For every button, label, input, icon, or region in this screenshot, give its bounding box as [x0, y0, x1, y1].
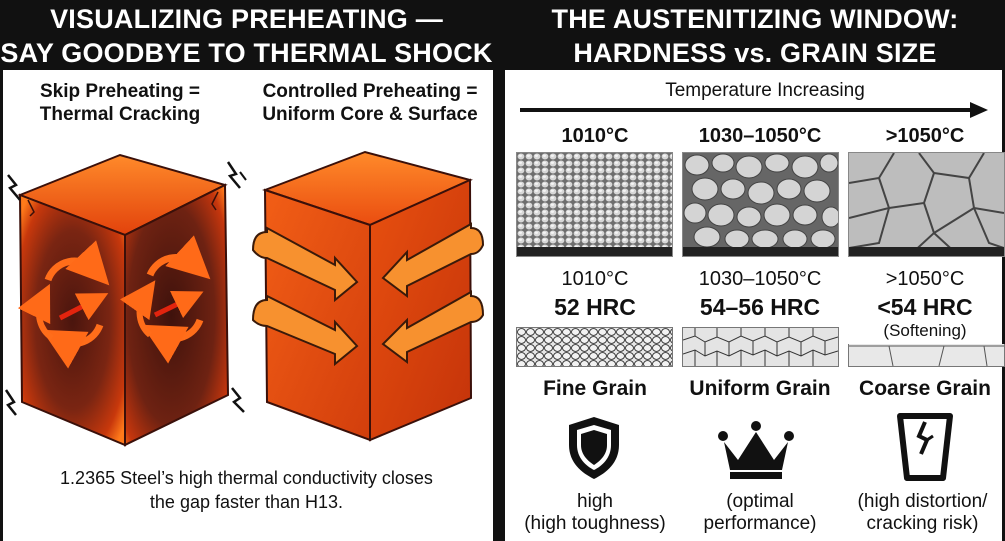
cracked-steel-block	[4, 153, 247, 447]
col3-hardness: <54 HRC	[877, 294, 973, 320]
uniform-steel-block	[251, 150, 485, 442]
col1-grain-label: Fine Grain	[543, 377, 647, 400]
col1-description: high (high toughness)	[524, 491, 666, 534]
left-caption: 1.2365 Steel’s high thermal conductivity…	[60, 468, 433, 512]
right-panel-border	[1002, 70, 1005, 541]
col1-grain-strip	[516, 327, 673, 367]
col2-hardness: 54–56 HRC	[699, 294, 821, 320]
col2-micrograph	[682, 152, 839, 257]
axis-label: Temperature Increasing	[665, 80, 865, 101]
col2-temp-top: 1030–1050°C	[698, 125, 822, 147]
right-title: THE AUSTENITIZING WINDOW: HARDNESS vs. G…	[505, 0, 1005, 70]
col3-grain-strip	[848, 344, 1005, 367]
left-title-line2: SAY GOODBYE TO THERMAL SHOCK	[0, 38, 493, 68]
left-title: VISUALIZING PREHEATING — SAY GOODBYE TO …	[0, 0, 493, 70]
col2-grain-strip	[682, 327, 839, 367]
col3-softening-note: (Softening)	[883, 321, 967, 340]
cracked-cup-icon	[897, 413, 953, 481]
shield-icon	[569, 417, 619, 479]
col3-grain-label: Coarse Grain	[859, 377, 991, 400]
right-title-line1: THE AUSTENITIZING WINDOW:	[551, 4, 959, 34]
col3-micrograph	[848, 152, 1005, 257]
left-panel-border	[0, 70, 3, 541]
skip-preheating-label: Skip Preheating = Thermal Cracking	[39, 81, 201, 125]
col3-temp: >1050°C	[885, 268, 965, 290]
col2-description: (optimal performance)	[703, 491, 817, 534]
left-title-line1: VISUALIZING PREHEATING —	[50, 4, 443, 34]
crown-icon	[718, 421, 794, 479]
col1-temp: 1010°C	[561, 268, 629, 290]
right-title-line2: HARDNESS vs. GRAIN SIZE	[573, 38, 937, 68]
controlled-preheating-label: Controlled Preheating = Uniform Core & S…	[262, 81, 478, 125]
temperature-arrow	[520, 102, 988, 118]
panel-divider	[493, 0, 505, 541]
col2-grain-label: Uniform Grain	[689, 377, 831, 400]
col1-temp-top: 1010°C	[561, 125, 629, 147]
col3-temp-top: >1050°C	[885, 125, 965, 147]
col2-temp: 1030–1050°C	[698, 268, 822, 290]
col1-micrograph	[516, 152, 673, 257]
col1-hardness: 52 HRC	[554, 294, 636, 320]
col3-description: (high distortion/ cracking risk)	[857, 491, 988, 534]
